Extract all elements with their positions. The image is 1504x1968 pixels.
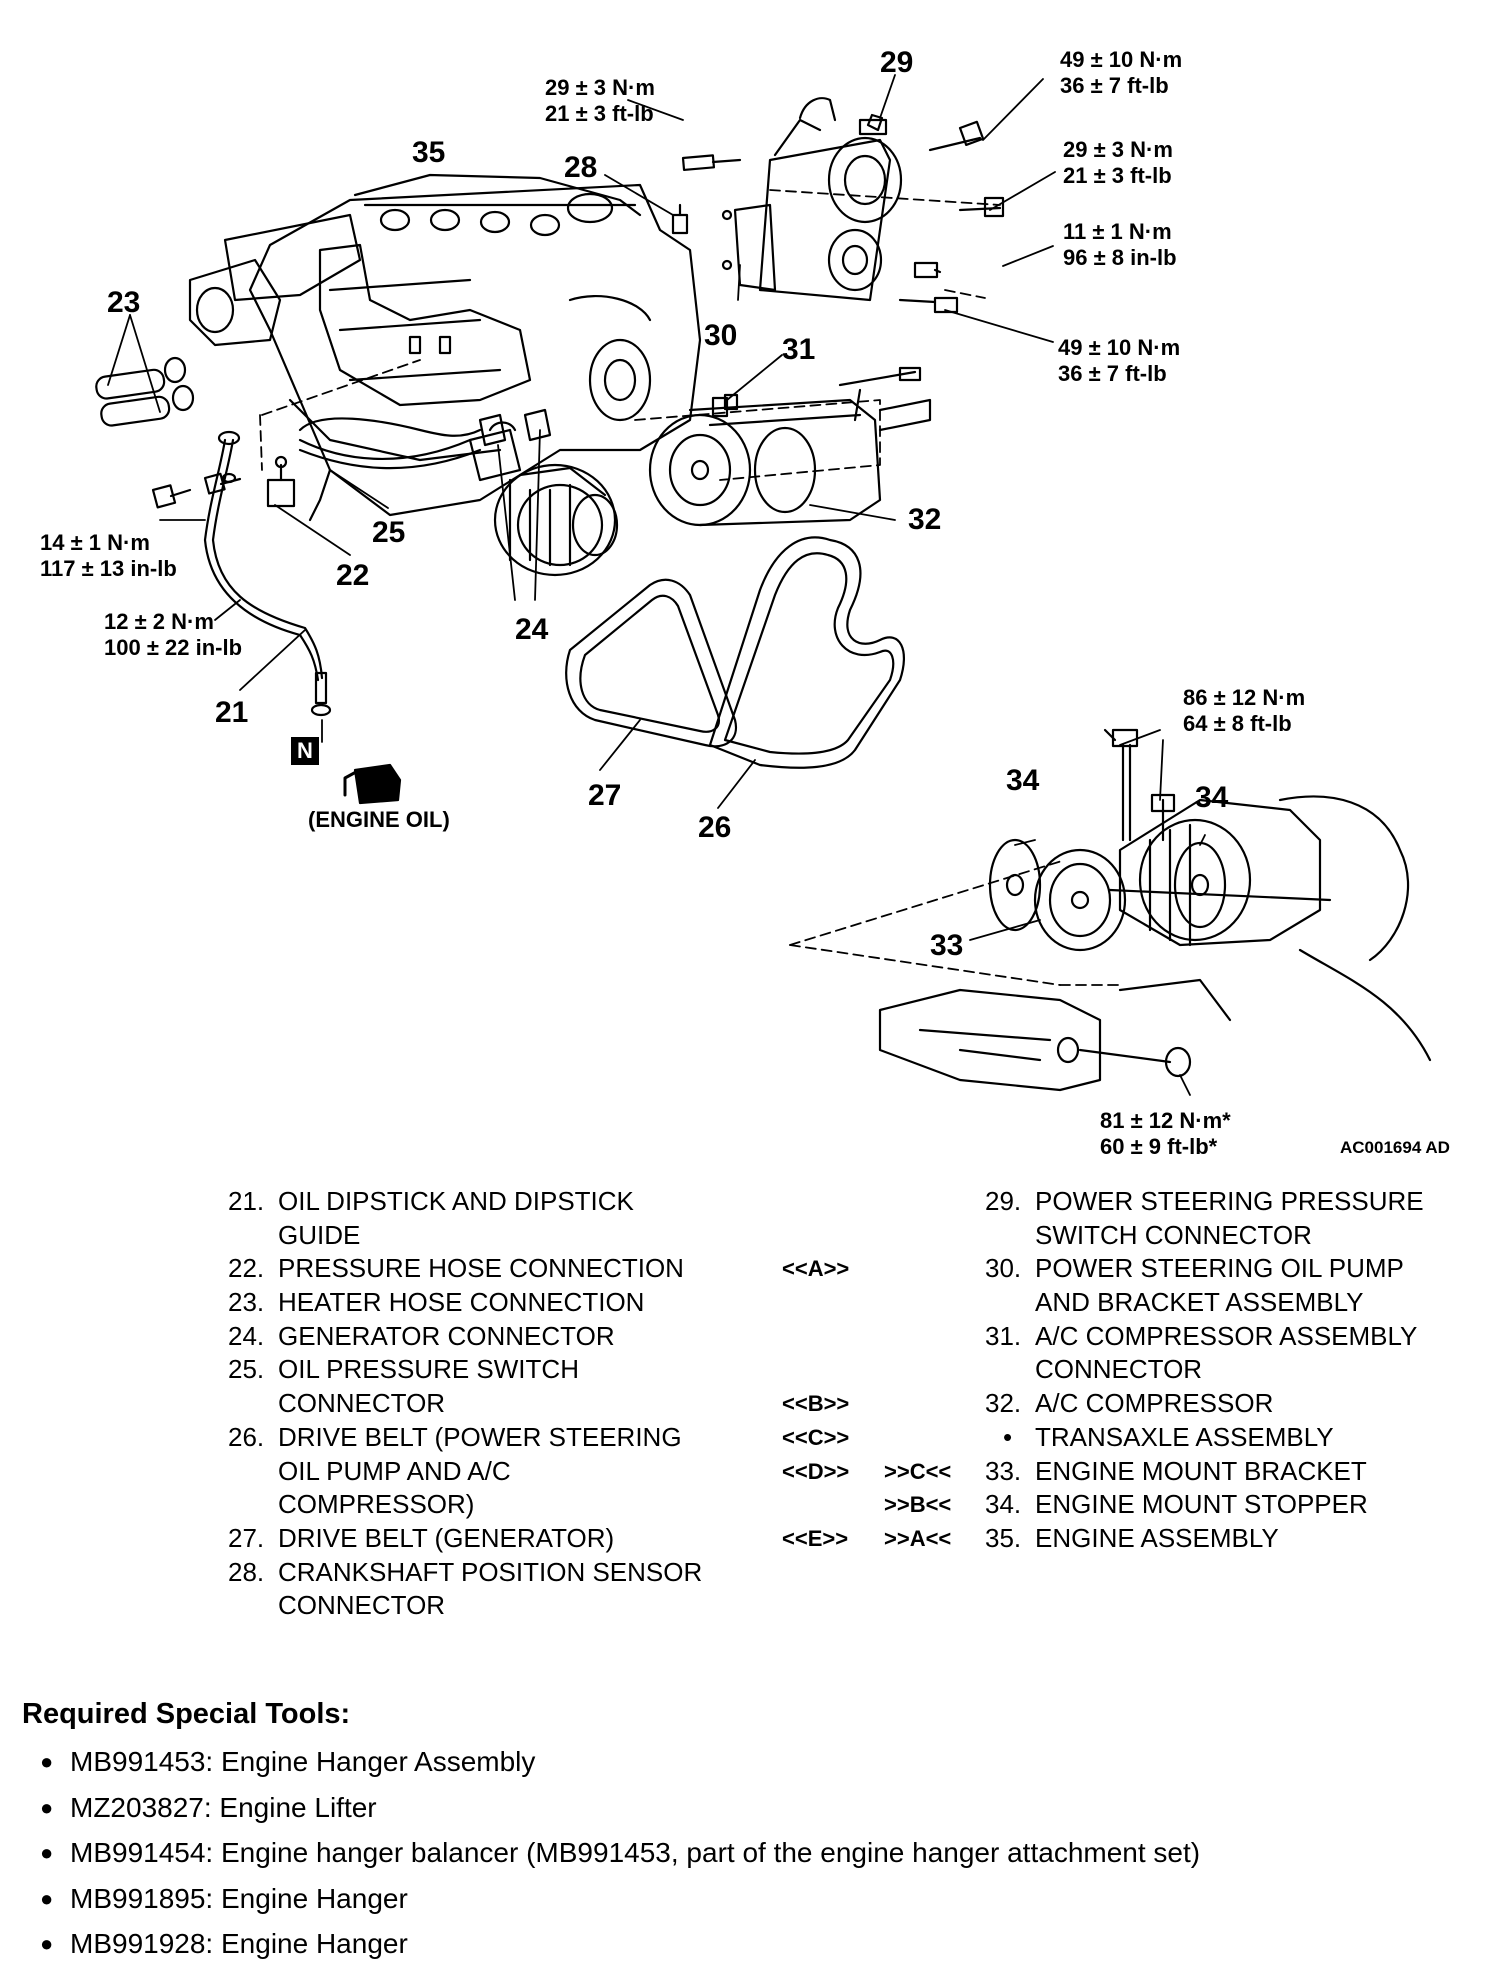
- exploded-view-diagram: 29 35 28 23 30 31 32 25 22 24 21 27 26 3…: [40, 46, 1450, 1159]
- required-special-tools: Required Special Tools: ●MB991453: Engin…: [22, 1698, 1482, 1967]
- tool-item: ●MB991928: Engine Hanger: [22, 1921, 1482, 1967]
- callout-34-left: 34: [1006, 764, 1040, 797]
- tool-item: ●MB991453: Engine Hanger Assembly: [22, 1739, 1482, 1785]
- engine-oil-can-icon: [343, 763, 402, 805]
- tools-list: ●MB991453: Engine Hanger Assembly ●MZ203…: [22, 1739, 1482, 1967]
- tool-item: ●MB991454: Engine hanger balancer (MB991…: [22, 1830, 1482, 1876]
- bullet-icon: ●: [40, 1749, 54, 1774]
- callout-34-right: 34: [1195, 781, 1229, 814]
- mark-C-removal: <<C>>: [782, 1424, 850, 1450]
- legend-item-33: 33. ENGINE MOUNT BRACKET: [985, 1455, 1367, 1486]
- figure-id: AC001694 AD: [1340, 1138, 1450, 1157]
- mark-B-removal: <<B>>: [782, 1391, 850, 1417]
- oil-dipstick-drawing: [203, 430, 332, 717]
- legend-item-32: 32. A/C COMPRESSOR: [985, 1388, 1274, 1419]
- callout-29: 29: [880, 46, 914, 79]
- tool-item: ●MB991895: Engine Hanger: [22, 1876, 1482, 1922]
- mark-B-installation: >>B<<: [884, 1492, 952, 1518]
- callout-21: 21: [215, 696, 249, 729]
- callout-27: 27: [588, 779, 622, 812]
- bullet-icon: ●: [40, 1931, 54, 1956]
- mark-A-removal: <<A>>: [782, 1256, 850, 1282]
- engine-line-art: [95, 74, 1432, 1096]
- mark-C-installation: >>C<<: [884, 1458, 952, 1484]
- power-steering-pump-drawing: [681, 97, 1005, 314]
- bullet-icon: ●: [40, 1885, 54, 1911]
- engine-mount-drawing: [878, 728, 1432, 1092]
- bullet-icon: ●: [40, 1794, 54, 1820]
- callout-25: 25: [372, 516, 406, 549]
- n-replace-symbol: N: [291, 737, 319, 765]
- tool-item: ●MZ203827: Engine Lifter: [22, 1785, 1482, 1831]
- leader-lines: [107, 74, 1206, 1096]
- callout-30: 30: [704, 319, 738, 352]
- callout-32: 32: [908, 503, 942, 536]
- callout-28: 28: [564, 151, 598, 184]
- callout-35: 35: [412, 136, 446, 169]
- legend-item-35: 35. ENGINE ASSEMBLY: [985, 1522, 1279, 1553]
- procedure-marks: <<A>> <<B>> <<C>> <<D>> >>C<< >>B<< <<E>>…: [782, 1185, 972, 1556]
- bullet-icon: ●: [40, 1840, 54, 1865]
- legend-item-22: 22. PRESSURE HOSE CONNECTION: [228, 1253, 684, 1284]
- heater-hose-drawing: [95, 356, 195, 427]
- wiring-harness-drawing: [298, 417, 482, 522]
- crank-sensor-connector-drawing: [671, 203, 689, 235]
- drive-belts-drawing: [565, 536, 905, 769]
- torque-spec-81nm: 81 ± 12 N·m*60 ± 9 ft-lb*: [1100, 1108, 1231, 1159]
- engine-assembly-drawing: [188, 173, 702, 517]
- engine-oil-label: (ENGINE OIL): [308, 807, 450, 832]
- mark-E-removal: <<E>>: [782, 1525, 849, 1551]
- callout-23: 23: [107, 286, 141, 319]
- callout-24: 24: [515, 613, 549, 646]
- ac-connector-drawing: [711, 396, 729, 418]
- callout-22: 22: [336, 559, 370, 592]
- legend-item-27: 27. DRIVE BELT (GENERATOR): [228, 1522, 615, 1553]
- legend-item-23: 23. HEATER HOSE CONNECTION: [228, 1287, 645, 1318]
- tools-heading: Required Special Tools:: [22, 1698, 351, 1730]
- legend-item-34: 34. ENGINE MOUNT STOPPER: [985, 1489, 1368, 1520]
- mark-D-removal: <<D>>: [782, 1458, 850, 1484]
- legend-item-24: 24. GENERATOR CONNECTOR: [228, 1320, 615, 1351]
- mark-A-installation: >>A<<: [884, 1525, 952, 1551]
- ac-compressor-drawing: [648, 366, 932, 527]
- callout-31: 31: [782, 333, 816, 366]
- legend-item-transaxle: • TRANSAXLE ASSEMBLY: [1003, 1421, 1334, 1452]
- inset-outline: [259, 189, 1121, 986]
- small-connectors-drawing: [151, 455, 296, 509]
- callout-33: 33: [930, 929, 964, 962]
- callout-26: 26: [698, 811, 732, 844]
